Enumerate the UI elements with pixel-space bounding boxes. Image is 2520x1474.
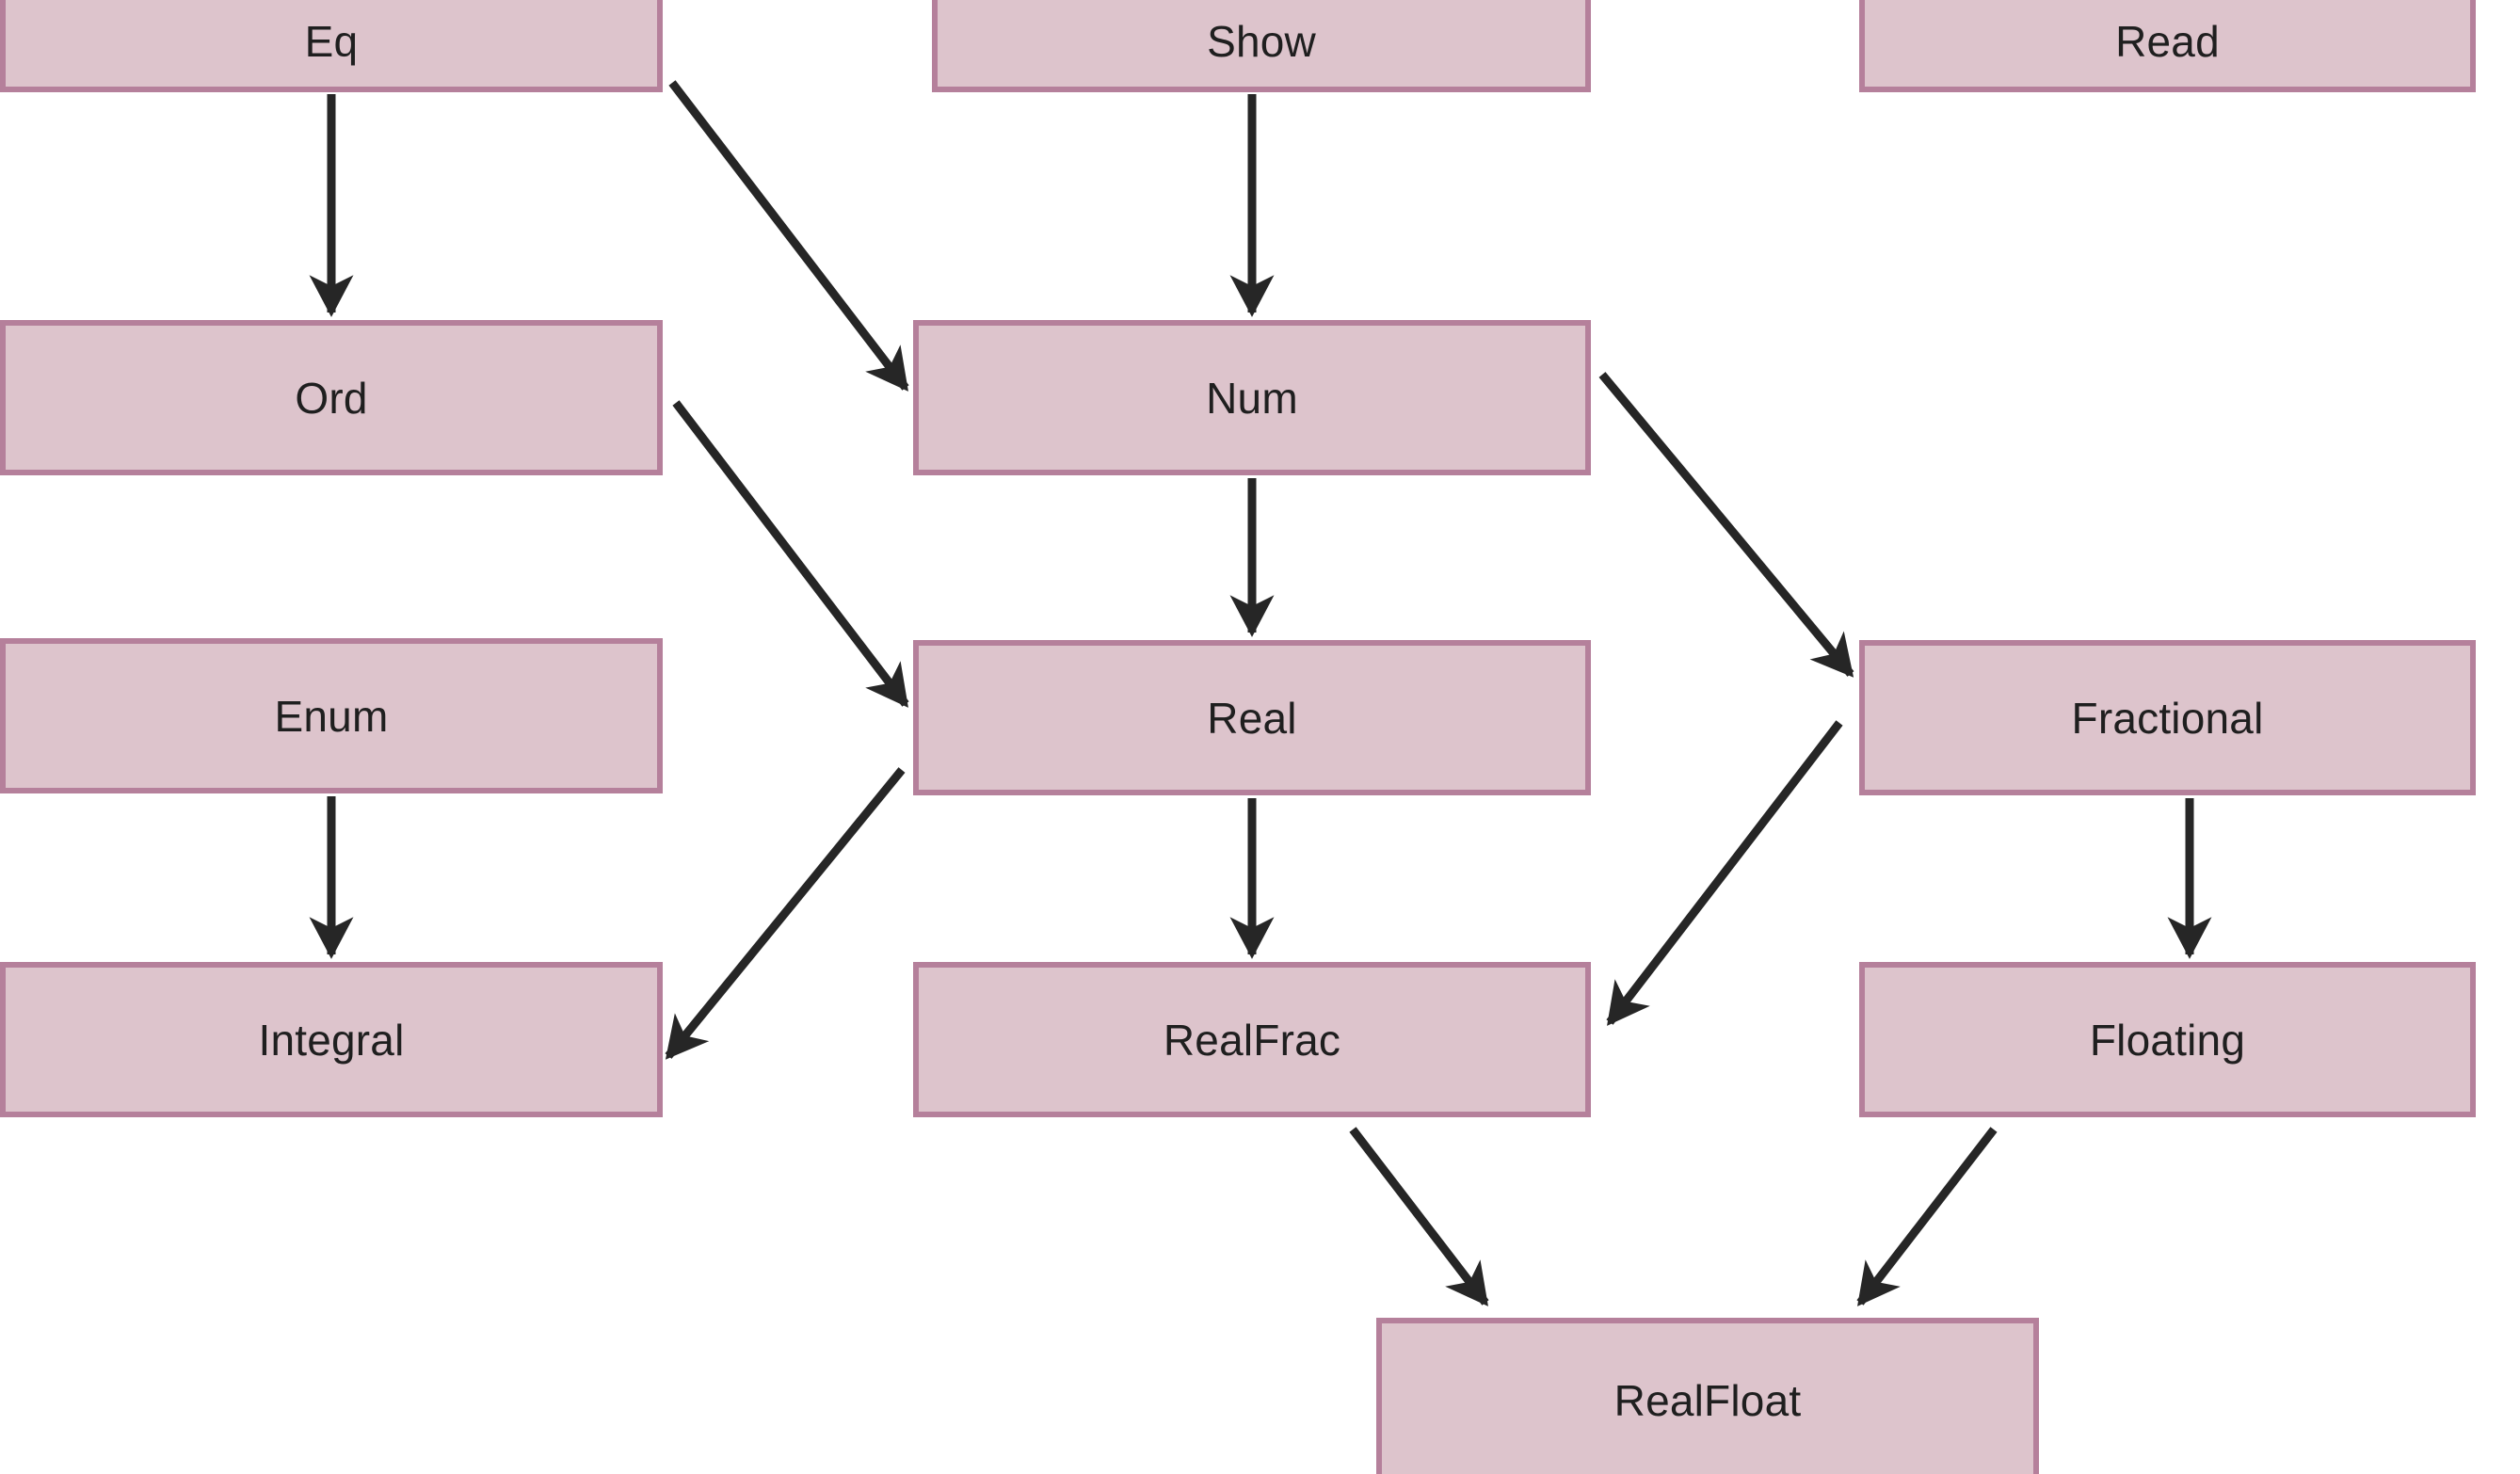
node-label-read: Read: [2115, 17, 2220, 66]
node-label-num: Num: [1206, 373, 1298, 423]
node-real[interactable]: Real: [913, 640, 1591, 795]
node-label-show: Show: [1207, 17, 1316, 66]
edge-real-integral: [665, 767, 906, 1060]
node-show[interactable]: Show: [932, 0, 1591, 92]
node-label-ord: Ord: [295, 373, 368, 423]
node-label-real: Real: [1207, 693, 1297, 743]
edge-ord-real: [672, 400, 909, 708]
node-fractional[interactable]: Fractional: [1859, 640, 2476, 795]
node-label-realfrac: RealFrac: [1163, 1015, 1341, 1065]
node-num[interactable]: Num: [913, 320, 1591, 475]
edge-floating-realfloat: [1856, 1127, 1998, 1306]
node-label-enum: Enum: [274, 691, 389, 741]
node-read[interactable]: Read: [1859, 0, 2476, 92]
node-label-floating: Floating: [2089, 1015, 2246, 1065]
node-eq[interactable]: Eq: [0, 0, 663, 92]
node-floating[interactable]: Floating: [1859, 962, 2476, 1117]
node-label-realfloat: RealFloat: [1613, 1376, 1802, 1425]
node-label-fractional: Fractional: [2071, 693, 2264, 743]
edge-realfrac-realfloat: [1349, 1127, 1489, 1306]
node-ord[interactable]: Ord: [0, 320, 663, 475]
node-label-eq: Eq: [304, 17, 359, 66]
edge-num-fractional: [1598, 372, 1854, 678]
node-enum[interactable]: Enum: [0, 638, 663, 793]
node-realfrac[interactable]: RealFrac: [913, 962, 1591, 1117]
edge-eq-num: [668, 80, 909, 392]
edge-fractional-realfrac: [1606, 720, 1843, 1026]
node-integral[interactable]: Integral: [0, 962, 663, 1117]
node-realfloat[interactable]: RealFloat: [1376, 1318, 2039, 1474]
node-label-integral: Integral: [258, 1015, 405, 1065]
